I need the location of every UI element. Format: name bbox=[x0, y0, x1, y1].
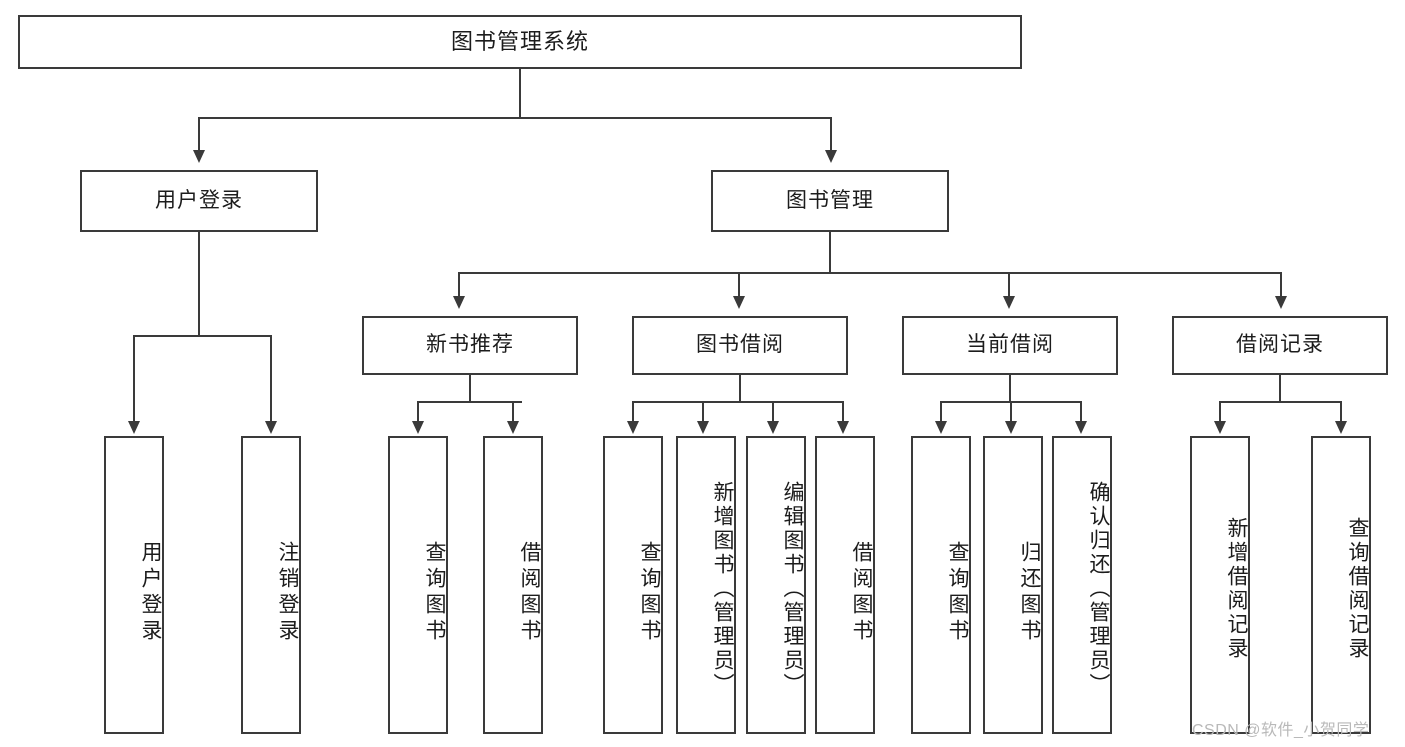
connector-user-login-bus bbox=[133, 335, 272, 337]
connector-book-management-stem bbox=[829, 232, 831, 273]
connector-bm-branch-3 bbox=[1008, 272, 1010, 296]
arrowhead-borrow-record bbox=[1275, 296, 1287, 309]
connector-nbr-branch-2 bbox=[512, 401, 514, 421]
connector-cb-stem bbox=[1009, 375, 1011, 402]
connector-user-login-stem bbox=[198, 232, 200, 336]
leaf-br-add-record[interactable]: 新增借阅记录 bbox=[1190, 436, 1250, 734]
node-root-book-management-system[interactable]: 图书管理系统 bbox=[18, 15, 1022, 69]
connector-bb-bus bbox=[632, 401, 844, 403]
node-book-management[interactable]: 图书管理 bbox=[711, 170, 949, 232]
arrowhead-bb-add-book bbox=[697, 421, 709, 434]
arrowhead-nbr-borrow-book bbox=[507, 421, 519, 434]
arrowhead-current-borrow bbox=[1003, 296, 1015, 309]
connector-bb-stem bbox=[739, 375, 741, 402]
leaf-nbr-borrow-book[interactable]: 借阅图书 bbox=[483, 436, 543, 734]
connector-cb-branch-2 bbox=[1010, 401, 1012, 421]
arrowhead-bb-query-book bbox=[627, 421, 639, 434]
leaf-user-login[interactable]: 用户登录 bbox=[104, 436, 164, 734]
connector-nbr-branch-1 bbox=[417, 401, 419, 421]
connector-book-management-bus bbox=[458, 272, 1281, 274]
leaf-cb-confirm-return[interactable]: 确认归还（管理员） bbox=[1052, 436, 1112, 734]
connector-root-stem bbox=[519, 69, 521, 118]
arrowhead-cb-confirm-return bbox=[1075, 421, 1087, 434]
leaf-bb-borrow-book[interactable]: 借阅图书 bbox=[815, 436, 875, 734]
leaf-bb-query-book[interactable]: 查询图书 bbox=[603, 436, 663, 734]
node-current-borrow[interactable]: 当前借阅 bbox=[902, 316, 1118, 375]
arrowhead-bb-edit-book bbox=[767, 421, 779, 434]
arrowhead-leaf-logout bbox=[265, 421, 277, 434]
arrowhead-nbr-query-book bbox=[412, 421, 424, 434]
leaf-logout[interactable]: 注销登录 bbox=[241, 436, 301, 734]
connector-nbr-stem bbox=[469, 375, 471, 402]
connector-cb-branch-1 bbox=[940, 401, 942, 421]
connector-br-branch-1 bbox=[1219, 401, 1221, 421]
node-book-borrow[interactable]: 图书借阅 bbox=[632, 316, 848, 375]
arrowhead-leaf-user-login bbox=[128, 421, 140, 434]
connector-user-login-branch-1 bbox=[133, 335, 135, 421]
connector-bb-branch-4 bbox=[842, 401, 844, 421]
connector-cb-branch-3 bbox=[1080, 401, 1082, 421]
arrowhead-br-query-record bbox=[1335, 421, 1347, 434]
arrowhead-user-login bbox=[193, 150, 205, 163]
connector-bm-branch-4 bbox=[1280, 272, 1282, 296]
node-borrow-record[interactable]: 借阅记录 bbox=[1172, 316, 1388, 375]
arrowhead-cb-return-book bbox=[1005, 421, 1017, 434]
connector-bb-branch-3 bbox=[772, 401, 774, 421]
node-new-book-recommend[interactable]: 新书推荐 bbox=[362, 316, 578, 375]
connector-bb-branch-2 bbox=[702, 401, 704, 421]
node-user-login[interactable]: 用户登录 bbox=[80, 170, 318, 232]
arrowhead-book-borrow bbox=[733, 296, 745, 309]
arrowhead-bb-borrow-book bbox=[837, 421, 849, 434]
connector-root-bus bbox=[198, 117, 832, 119]
leaf-bb-add-book[interactable]: 新增图书（管理员） bbox=[676, 436, 736, 734]
leaf-cb-return-book[interactable]: 归还图书 bbox=[983, 436, 1043, 734]
connector-bm-branch-2 bbox=[738, 272, 740, 296]
leaf-bb-edit-book[interactable]: 编辑图书（管理员） bbox=[746, 436, 806, 734]
connector-user-login-branch-2 bbox=[270, 335, 272, 421]
connector-nbr-bus bbox=[417, 401, 522, 403]
connector-root-to-book-management bbox=[830, 117, 832, 150]
arrowhead-book-management bbox=[825, 150, 837, 163]
connector-br-stem bbox=[1279, 375, 1281, 402]
connector-br-branch-2 bbox=[1340, 401, 1342, 421]
arrowhead-cb-query-book bbox=[935, 421, 947, 434]
leaf-nbr-query-book[interactable]: 查询图书 bbox=[388, 436, 448, 734]
connector-bb-branch-1 bbox=[632, 401, 634, 421]
connector-bm-branch-1 bbox=[458, 272, 460, 296]
connector-root-to-user-login bbox=[198, 117, 200, 150]
leaf-cb-query-book[interactable]: 查询图书 bbox=[911, 436, 971, 734]
connector-br-bus bbox=[1219, 401, 1342, 403]
arrowhead-new-book-recommend bbox=[453, 296, 465, 309]
leaf-br-query-record[interactable]: 查询借阅记录 bbox=[1311, 436, 1371, 734]
arrowhead-br-add-record bbox=[1214, 421, 1226, 434]
